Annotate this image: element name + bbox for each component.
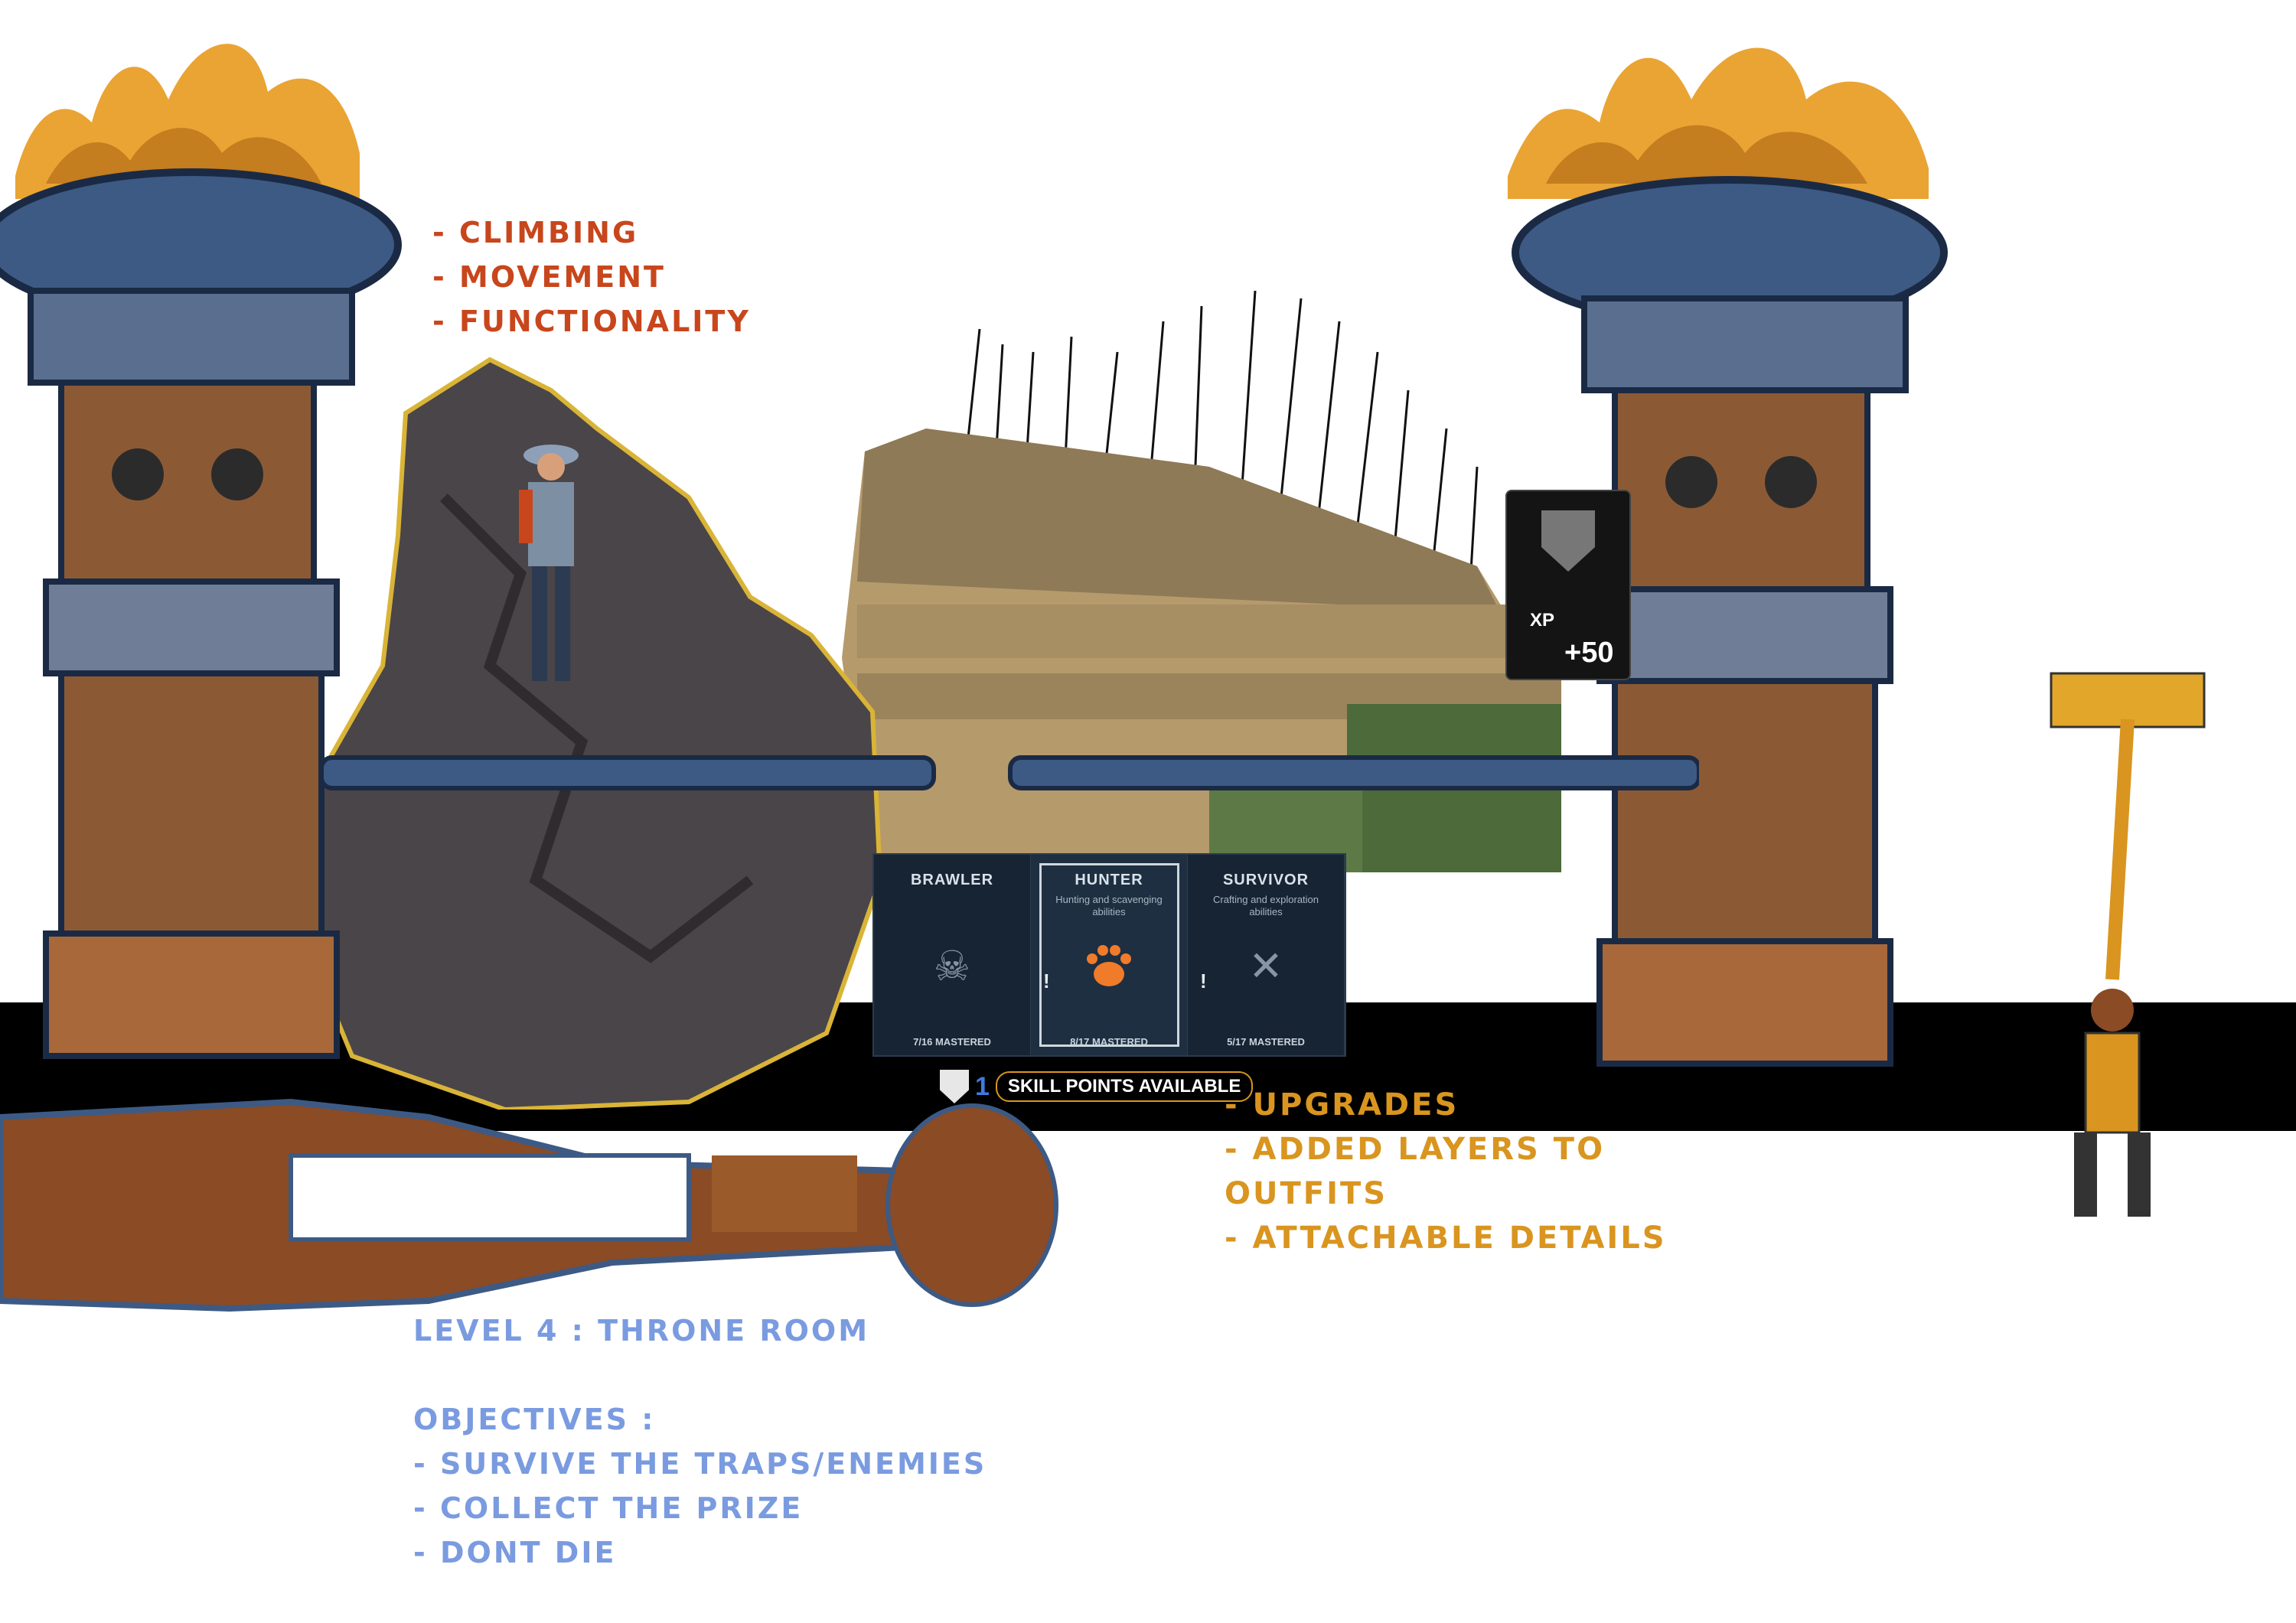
rope-hanging-character (2050, 672, 2206, 1217)
level-title: LEVEL 4 : THRONE ROOM (413, 1314, 870, 1348)
skill-tree-panel: BRAWLER ☠ 7/16 MASTERED HUNTER Hunting a… (872, 853, 1346, 1057)
note-added-layers: - ADDED LAYERS TO (1225, 1132, 1606, 1167)
left-fire (15, 44, 360, 199)
xp-popup: XP +50 (1505, 490, 1631, 680)
connecting-rods (321, 755, 1699, 790)
skill-card-mastered: 5/17 MASTERED (1227, 1036, 1305, 1048)
skill-card-name: SURVIVOR (1222, 872, 1309, 888)
skill-card-name: HUNTER (1075, 872, 1143, 888)
objective-item: - DONT DIE (413, 1536, 617, 1569)
skull-icon: ☠ (933, 943, 971, 989)
skill-card-name: BRAWLER (910, 872, 994, 888)
rusty-clamp (0, 1098, 1058, 1312)
upgrades-list: - UPGRADES - ADDED LAYERS TO OUTFITS - A… (1225, 1083, 1667, 1260)
note-outfits: OUTFITS (1225, 1176, 1388, 1211)
alert-icon: ! (1200, 970, 1207, 992)
skill-card-survivor[interactable]: SURVIVOR Crafting and exploration abilit… (1188, 855, 1345, 1055)
skill-card-desc: Crafting and exploration abilities (1212, 894, 1319, 917)
skill-points-label: SKILL POINTS AVAILABLE (995, 1071, 1254, 1102)
skill-points-indicator: 1 SKILL POINTS AVAILABLE (940, 1070, 1254, 1103)
skill-shield-icon (940, 1070, 969, 1103)
xp-shield-icon (1541, 510, 1595, 572)
objectives-heading: OBJECTIVES : (413, 1403, 656, 1436)
notes-top: - CLIMBING - MOVEMENT - FUNCTIONALITY (432, 210, 751, 344)
right-totem-pillar (1508, 47, 1948, 1067)
objective-item: - SURVIVE THE TRAPS/ENEMIES (413, 1447, 987, 1481)
skill-card-brawler[interactable]: BRAWLER ☠ 7/16 MASTERED (874, 855, 1031, 1055)
objective-item: - COLLECT THE PRIZE (413, 1491, 804, 1525)
skill-card-hunter[interactable]: HUNTER Hunting and scavenging abilities … (1031, 855, 1188, 1055)
bear-paw-icon (1082, 939, 1136, 992)
note-attachable: - ATTACHABLE DETAILS (1225, 1221, 1667, 1256)
xp-label: XP (1530, 610, 1555, 631)
skill-card-mastered: 7/16 MASTERED (913, 1036, 991, 1048)
skill-card-mastered: 8/17 MASTERED (1070, 1036, 1148, 1048)
note-upgrades: - UPGRADES (1225, 1087, 1459, 1123)
xp-value: +50 (1564, 637, 1614, 669)
note-movement: - MOVEMENT (432, 260, 666, 294)
left-totem-pillar (0, 44, 402, 1059)
climber-character (519, 445, 579, 681)
skill-points-count: 1 (975, 1071, 990, 1101)
right-fire (1508, 47, 1929, 199)
crossed-tools-icon: ✕ (1248, 943, 1283, 989)
note-functionality: - FUNCTIONALITY (432, 305, 751, 338)
note-climbing: - CLIMBING (432, 216, 639, 249)
alert-icon: ! (1043, 970, 1050, 992)
rock-cliff (295, 357, 883, 1110)
level-info: LEVEL 4 : THRONE ROOM OBJECTIVES : - SUR… (413, 1309, 987, 1575)
skill-card-desc: Hunting and scavenging abilities (1055, 894, 1163, 917)
